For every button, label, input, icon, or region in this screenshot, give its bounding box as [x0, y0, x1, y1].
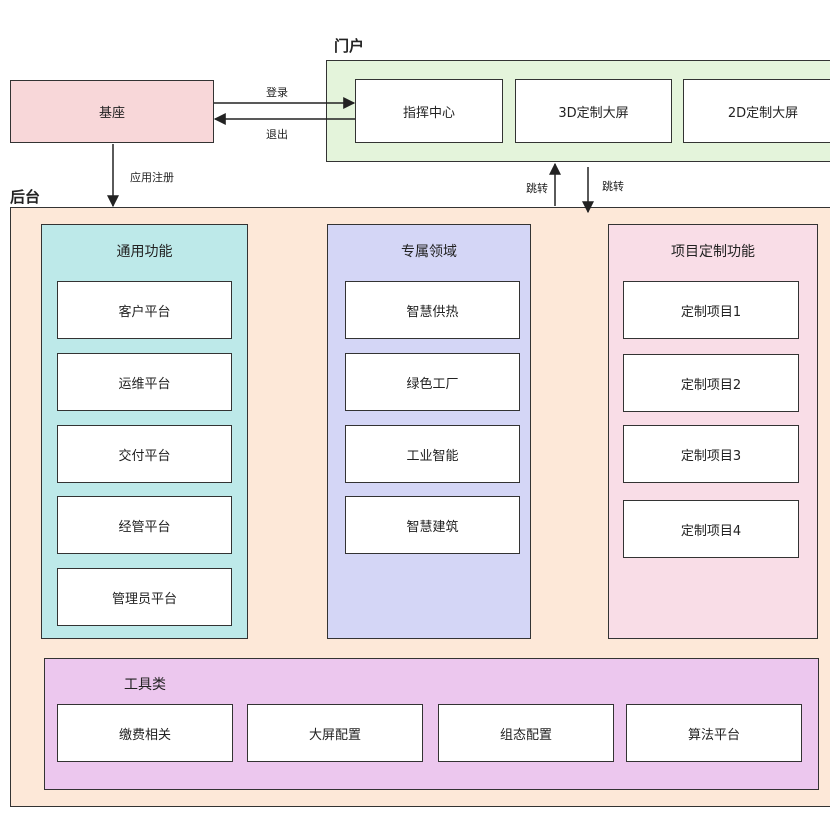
domain-title: 专属领域	[401, 244, 457, 260]
tools-item[interactable]: 组态配置	[438, 704, 614, 762]
general-item[interactable]: 交付平台	[57, 425, 232, 483]
custom-item[interactable]: 定制项目3	[623, 425, 799, 483]
domain-item[interactable]: 工业智能	[345, 425, 520, 483]
general-item[interactable]: 客户平台	[57, 281, 232, 339]
tools-title: 工具类	[124, 677, 166, 693]
portal-3d-screen[interactable]: 3D定制大屏	[515, 79, 672, 143]
jump-down-label: 跳转	[602, 180, 624, 193]
general-item[interactable]: 管理员平台	[57, 568, 232, 626]
general-item[interactable]: 经管平台	[57, 496, 232, 554]
tools-item[interactable]: 大屏配置	[247, 704, 423, 762]
base-box[interactable]: 基座	[10, 80, 214, 143]
tools-item[interactable]: 缴费相关	[57, 704, 233, 762]
custom-title: 项目定制功能	[671, 244, 755, 260]
custom-item[interactable]: 定制项目4	[623, 500, 799, 558]
portal-command-center[interactable]: 指挥中心	[355, 79, 503, 143]
general-title: 通用功能	[116, 244, 173, 260]
general-item[interactable]: 运维平台	[57, 353, 232, 411]
domain-item[interactable]: 智慧建筑	[345, 496, 520, 554]
logout-label: 退出	[266, 128, 288, 141]
portal-2d-screen[interactable]: 2D定制大屏	[683, 79, 830, 143]
backend-title: 后台	[10, 188, 41, 206]
portal-title: 门户	[334, 37, 365, 55]
custom-item[interactable]: 定制项目2	[623, 354, 799, 412]
domain-item[interactable]: 绿色工厂	[345, 353, 520, 411]
jump-up-label: 跳转	[526, 182, 548, 195]
domain-item[interactable]: 智慧供热	[345, 281, 520, 339]
login-label: 登录	[266, 86, 288, 99]
tools-item[interactable]: 算法平台	[626, 704, 802, 762]
app-register-label: 应用注册	[130, 171, 174, 184]
custom-item[interactable]: 定制项目1	[623, 281, 799, 339]
